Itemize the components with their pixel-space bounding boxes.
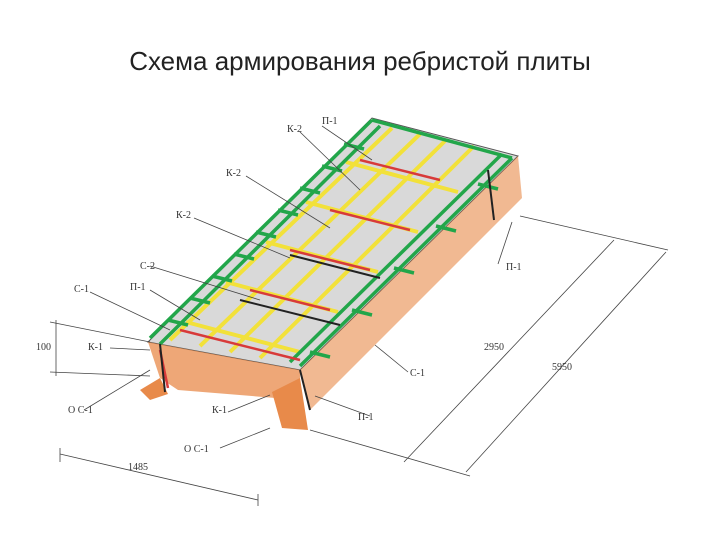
slide-title: Схема армирования ребристой плиты [129, 46, 591, 76]
label-k1-bottom: К-1 [212, 405, 227, 416]
label-p1-top: П-1 [322, 116, 338, 127]
label-c2: С-2 [140, 261, 155, 272]
dark-bars [159, 169, 495, 411]
dimension-lines [49, 215, 669, 506]
green-mesh [148, 118, 514, 368]
dimension-width: 1485 [128, 462, 148, 473]
label-c1-left: С-1 [74, 284, 89, 295]
label-k1-left: К-1 [88, 342, 103, 353]
dimension-height: 100 [36, 342, 51, 353]
label-p1-bottom: П-1 [358, 412, 374, 423]
dimension-half-length: 2950 [484, 342, 504, 353]
leader-lines [83, 125, 513, 449]
label-k2-low: К-2 [176, 210, 191, 221]
red-bars [158, 158, 441, 389]
label-oc1-upper: О С-1 [68, 405, 93, 416]
label-p1-right: П-1 [506, 262, 522, 273]
left-rib-leg [140, 378, 168, 400]
right-rib-leg [272, 378, 308, 430]
label-oc1-lower: О С-1 [184, 444, 209, 455]
label-k2-mid: К-2 [226, 168, 241, 179]
left-rib [148, 342, 300, 400]
label-k2-top: К-2 [287, 124, 302, 135]
label-p1-left: П-1 [130, 282, 146, 293]
dimension-length: 5950 [552, 362, 572, 373]
label-c1-right: С-1 [410, 368, 425, 379]
right-rib [300, 156, 522, 410]
